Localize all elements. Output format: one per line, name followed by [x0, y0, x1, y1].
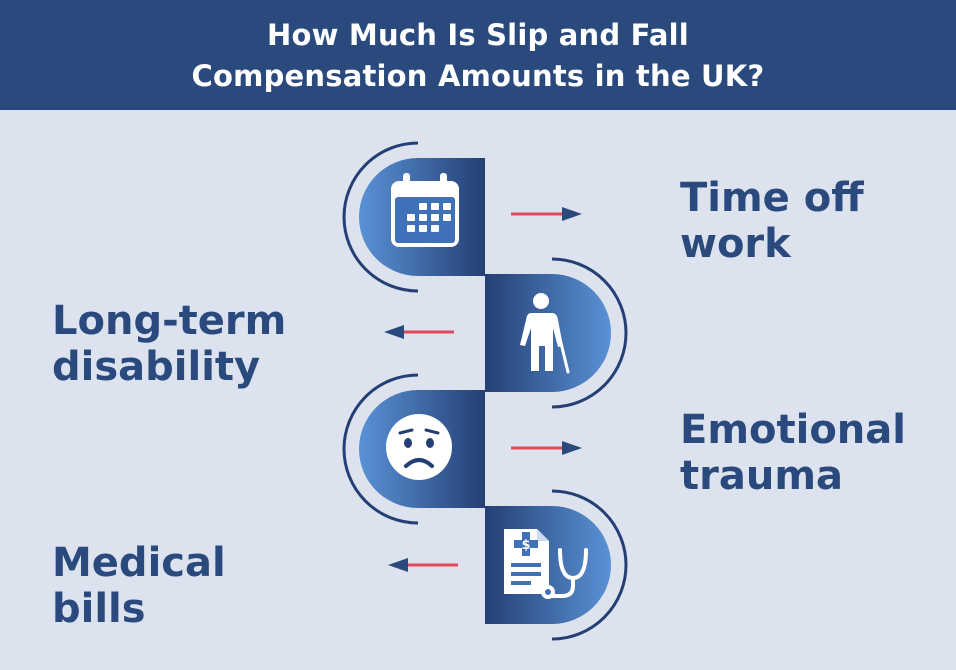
sad-face-icon — [386, 414, 452, 480]
factor-label-line-1: Time off — [680, 175, 864, 221]
factor-label-line-2: bills — [52, 586, 146, 632]
arrow-right-1 — [511, 207, 582, 221]
arrow-left-2 — [384, 325, 454, 339]
page-title-line-1: How Much Is Slip and Fall — [267, 18, 689, 52]
svg-text:$: $ — [521, 538, 530, 553]
arrow-right-3 — [511, 441, 582, 455]
page-title-line-2: Compensation Amounts in the UK? — [191, 59, 765, 93]
factor-label-line-1: Emotional — [680, 407, 906, 453]
factor-label-line-2: trauma — [680, 453, 843, 499]
calendar-icon — [391, 173, 459, 247]
factor-label-line-2: work — [680, 221, 791, 267]
factor-label-long-term-disability: Long-term disability — [52, 298, 286, 390]
factor-label-line-1: Medical — [52, 540, 226, 586]
factor-label-medical-bills: Medical bills — [52, 540, 226, 632]
elderly-person-cane-icon — [520, 293, 570, 374]
factor-label-line-1: Long-term — [52, 298, 287, 344]
factor-label-emotional-trauma: Emotional trauma — [680, 407, 906, 499]
medical-bill-stethoscope-icon: $ — [504, 529, 588, 599]
header-banner: How Much Is Slip and Fall Compensation A… — [0, 0, 956, 110]
factor-label-time-off-work: Time off work — [680, 175, 864, 267]
arrow-left-4 — [388, 558, 458, 572]
factor-label-line-2: disability — [52, 344, 261, 390]
